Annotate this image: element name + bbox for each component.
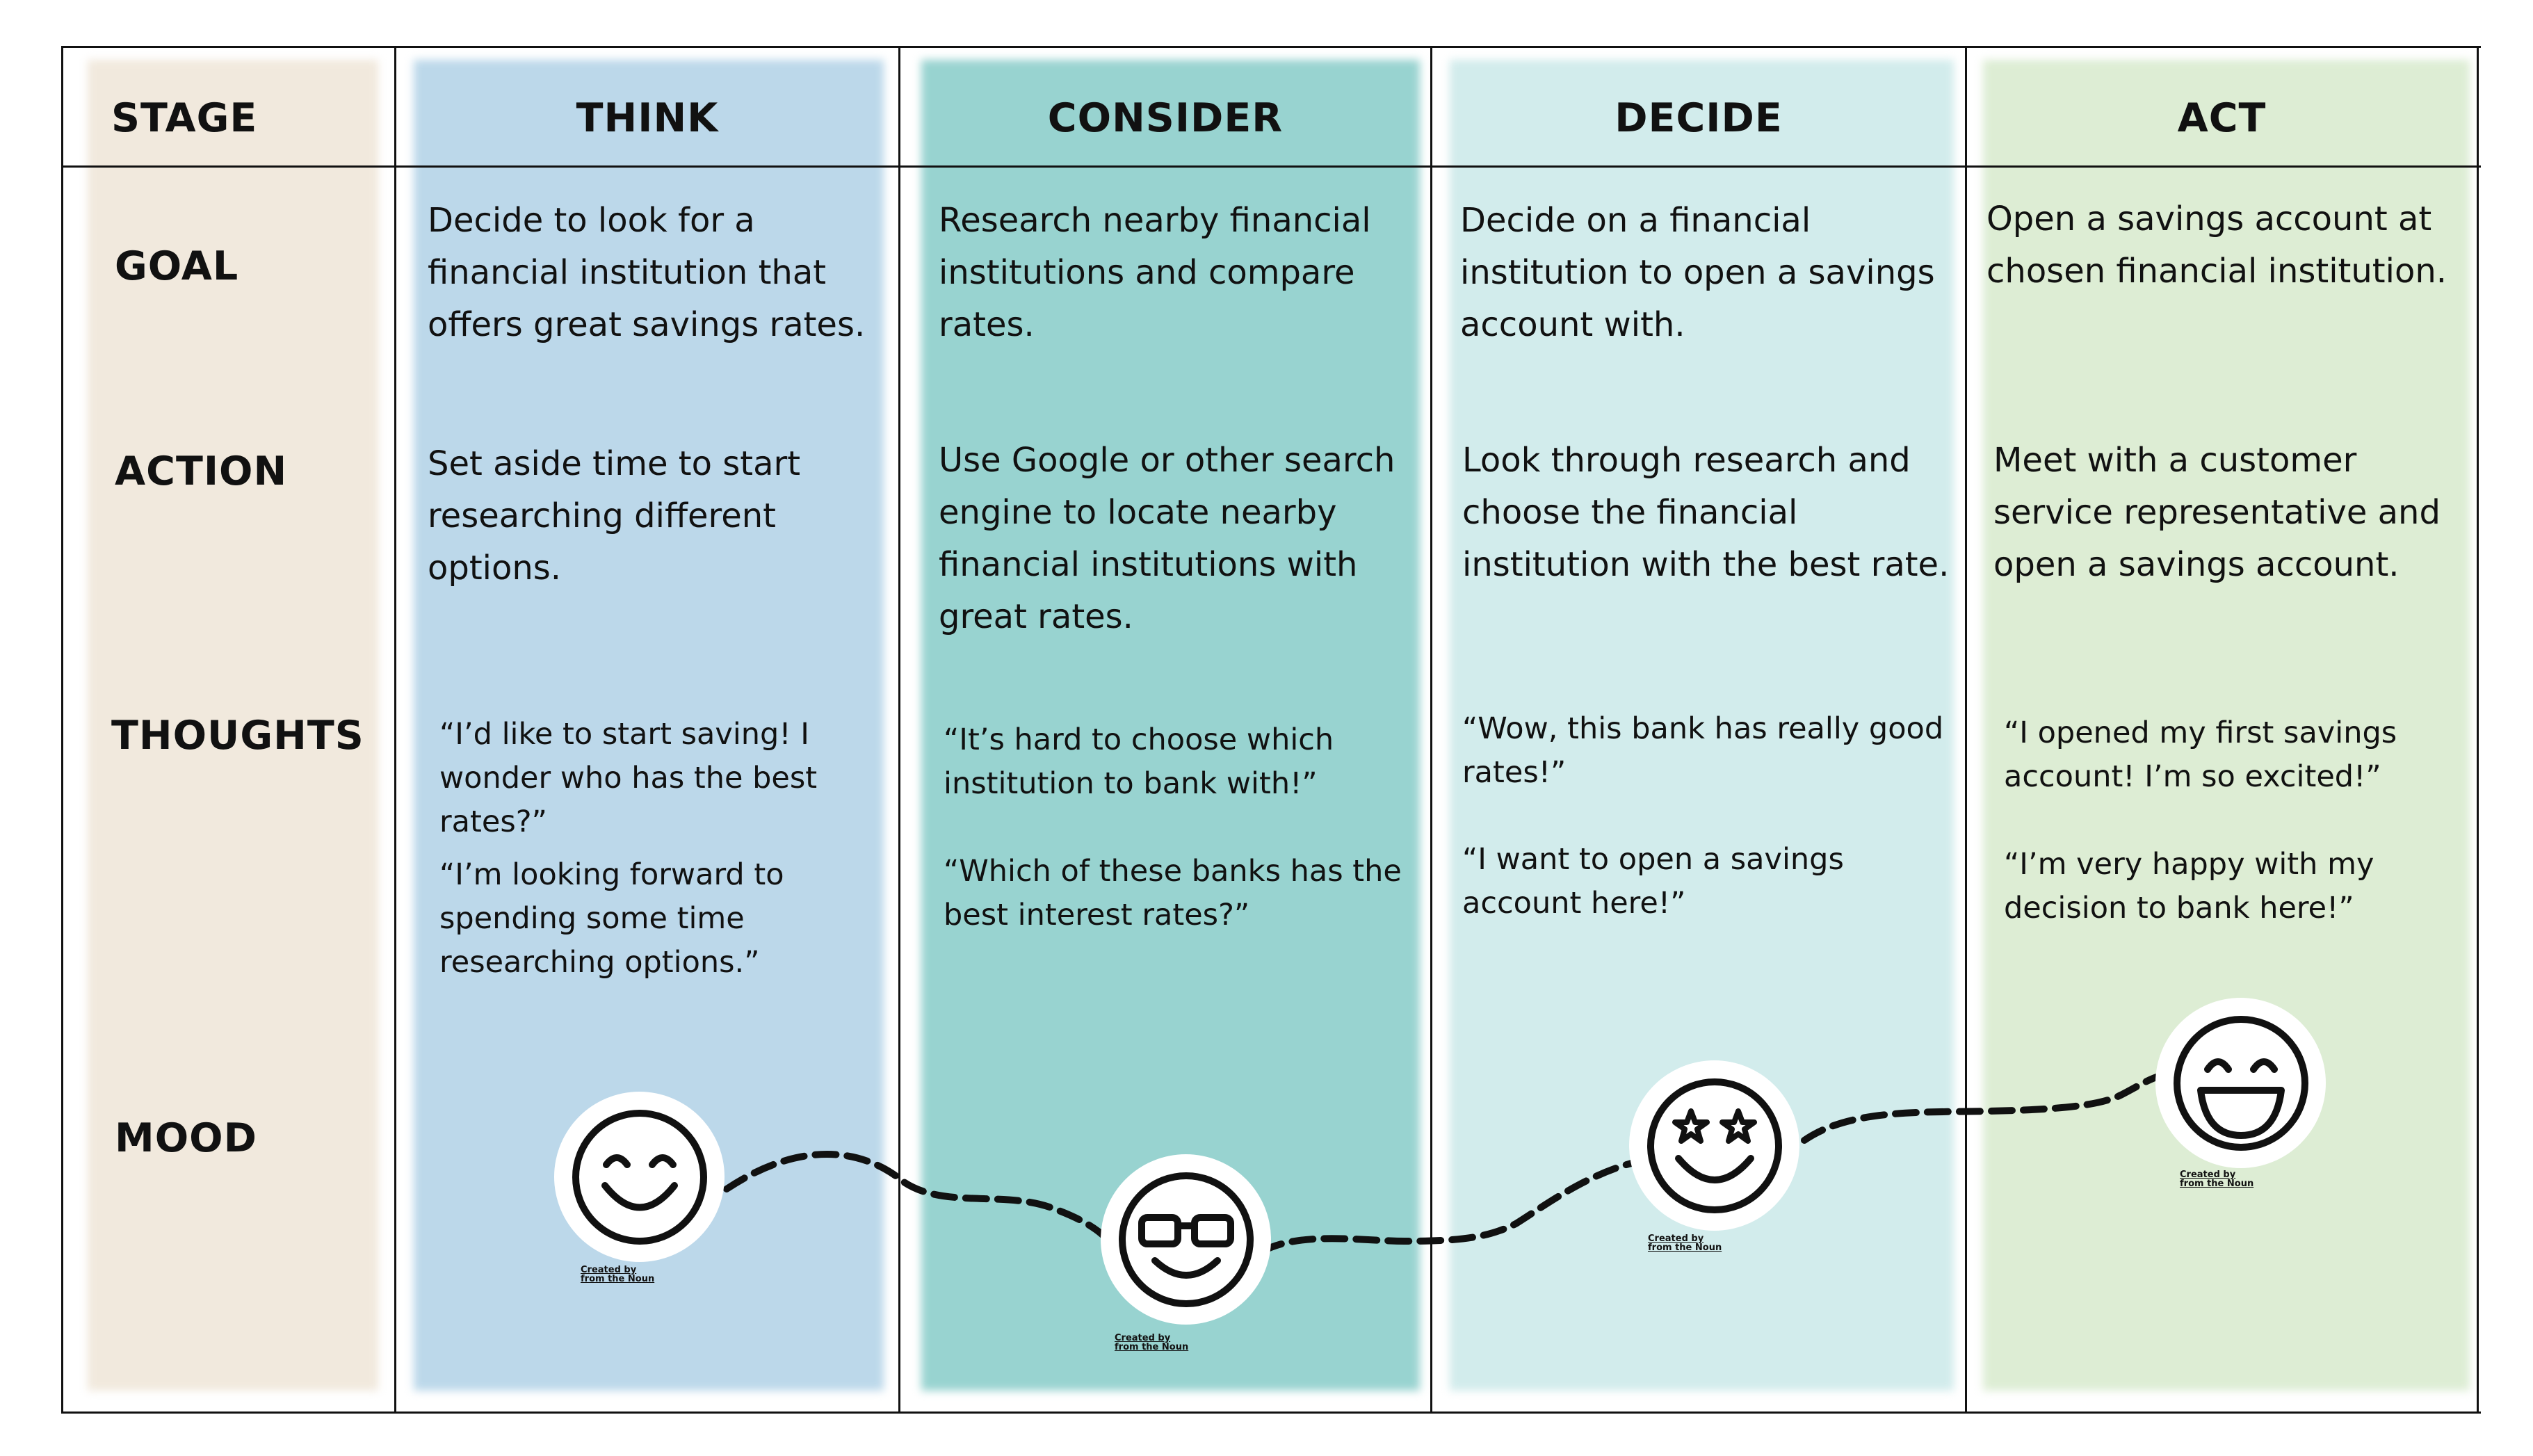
table-right-border <box>2477 46 2479 1414</box>
row-label-thoughts: THOUGHTS <box>111 713 364 759</box>
thought-consider-2: “Which of these banks has the best inter… <box>944 854 1402 932</box>
icon-credit-decide: Created by from the Noun <box>1648 1233 1722 1253</box>
goal-act: Open a savings account at chosen financi… <box>1986 200 2447 291</box>
table-bottom-border <box>61 1411 2481 1414</box>
thought-act-1: “I opened my first savings account! I’m … <box>2004 715 2397 794</box>
thought-think-1: “I’d like to start saving! I wonder who … <box>439 717 818 839</box>
glasses-face-icon <box>1101 1154 1271 1325</box>
laughing-face-icon <box>2155 998 2326 1168</box>
column-divider-3 <box>1430 46 1432 1414</box>
header-divider <box>61 165 2481 168</box>
row-label-goal: GOAL <box>115 243 239 289</box>
column-divider-4 <box>1965 46 1967 1414</box>
table-top-border <box>61 46 2481 48</box>
stage-header: STAGE <box>111 95 258 141</box>
thought-decide-2: “I want to open a savings account here!” <box>1462 842 1844 921</box>
table-left-border <box>61 46 63 1414</box>
icon-credit-consider: Created by from the Noun <box>1115 1333 1189 1352</box>
row-label-mood: MOOD <box>115 1115 257 1161</box>
stage-header-act: ACT <box>2177 95 2267 141</box>
icon-credit-think: Created by from the Noun <box>581 1265 655 1284</box>
thought-act-2: “I’m very happy with my decision to bank… <box>2004 847 2374 925</box>
thought-decide-1: “Wow, this bank has really good rates!” <box>1462 711 1944 790</box>
column-divider-2 <box>898 46 900 1414</box>
stage-header-decide: DECIDE <box>1615 95 1783 141</box>
icon-credit-act: Created by from the Noun <box>2180 1170 2254 1189</box>
action-think: Set aside time to start researching diff… <box>428 444 801 588</box>
action-decide: Look through research and choose the fin… <box>1462 441 1950 584</box>
goal-decide: Decide on a financial institution to ope… <box>1460 201 1935 344</box>
row-label-action: ACTION <box>115 448 288 494</box>
stage-header-think: THINK <box>576 95 719 141</box>
goal-consider: Research nearby financial institutions a… <box>939 201 1371 344</box>
goal-think: Decide to look for a financial instituti… <box>428 201 866 344</box>
thought-consider-1: “It’s hard to choose which institution t… <box>944 722 1334 801</box>
column-divider-1 <box>394 46 396 1414</box>
smiling-face-icon <box>554 1092 725 1262</box>
action-act: Meet with a customer service representat… <box>1993 441 2441 584</box>
act-column-background <box>1983 60 2470 1391</box>
stage-header-consider: CONSIDER <box>1047 95 1284 141</box>
action-consider: Use Google or other search engine to loc… <box>939 441 1395 636</box>
star-eyes-face-icon <box>1629 1060 1799 1231</box>
stage-column-background <box>88 60 378 1391</box>
thought-think-2: “I’m looking forward to spending some ti… <box>439 857 784 980</box>
